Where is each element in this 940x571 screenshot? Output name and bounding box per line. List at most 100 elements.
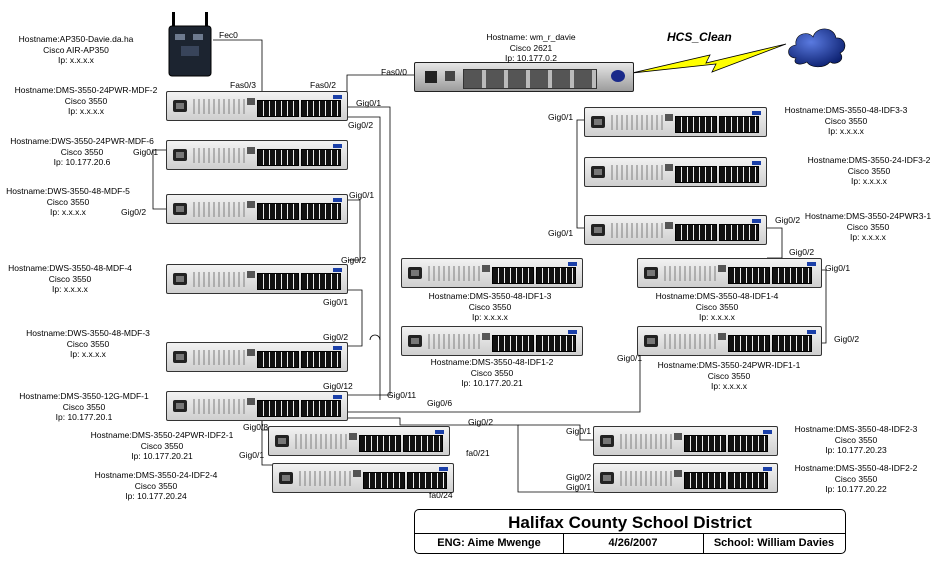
switch-mdf-2[interactable] [166,91,348,121]
mdf-3-hostname: Hostname:DWS-3550-48-MDF-3 [26,328,150,338]
mdf-2-ip: Ip: x.x.x.x [68,106,104,116]
idf3-1-label: Hostname:DMS-3550-24PWR3-1 Cisco 3550 Ip… [805,211,931,243]
ap-model: Cisco AIR-AP350 [43,44,109,55]
switch-idf2-1[interactable] [268,426,450,456]
ap-ip: Ip: x.x.x.x [58,55,94,65]
idf2-3-hostname: Hostname:DMS-3550-48-IDF2-3 [794,424,918,434]
wan-label: HCS_Clean [667,30,732,44]
switch-mdf-5[interactable] [166,194,348,224]
mdf-5-ip: Ip: x.x.x.x [50,207,86,217]
idf2-4-label: Hostname:DMS-3550-24-IDF2-4 Cisco 3550 I… [95,470,218,502]
router-device[interactable] [414,62,634,92]
port-label: Gig0/2 [468,417,494,427]
port-label: Gig0/2 [834,334,860,344]
idf2-2-ip: Ip: 10.177.20.22 [825,484,887,494]
mdf-4-model: Cisco 3550 [48,273,92,284]
idf3-3-ip: Ip: x.x.x.x [828,126,864,136]
mdf-3-model: Cisco 3550 [66,338,110,349]
idf3-1-ip: Ip: x.x.x.x [850,232,886,242]
idf2-3-model: Cisco 3550 [834,434,878,445]
port-label: Gig0/8 [243,422,269,432]
idf1-2-model: Cisco 3550 [470,367,514,378]
cloud-icon [788,28,846,68]
idf1-1-ip: Ip: x.x.x.x [711,381,747,391]
idf2-2-model: Cisco 3550 [834,473,878,484]
idf3-3-model: Cisco 3550 [824,115,868,126]
port-label: Gig0/2 [121,207,147,217]
port-label: Gig0/1 [133,147,159,157]
idf1-4-ip: Ip: x.x.x.x [699,312,735,322]
port-label: Gig0/1 [825,263,851,273]
idf2-3-ip: Ip: 10.177.20.23 [825,445,887,455]
router-model: Cisco 2621 [509,42,553,53]
port-label: Gig0/1 [548,228,574,238]
mdf-6-ip: Ip: 10.177.20.6 [53,157,111,167]
port-label: Fas0/3 [230,80,256,90]
port-label: Gig0/2 [348,120,374,130]
mdf-5-model: Cisco 3550 [46,196,90,207]
mdf-3-ip: Ip: x.x.x.x [70,349,106,359]
mdf-4-label: Hostname:DWS-3550-48-MDF-4 Cisco 3550 Ip… [8,263,132,295]
idf2-4-ip: Ip: 10.177.20.24 [125,491,187,501]
port-label: Gig0/1 [566,482,592,492]
router-hostname: Hostname: wm_r_davie [486,32,576,42]
switch-idf3-1[interactable] [584,215,767,245]
switch-idf1-2[interactable] [401,326,583,356]
idf3-3-hostname: Hostname:DMS-3550-48-IDF3-3 [784,105,908,115]
idf1-3-hostname: Hostname:DMS-3550-48-IDF1-3 [428,291,552,301]
port-label: Gig0/2 [775,215,801,225]
mdf-6-label: Hostname:DWS-3550-24PWR-MDF-6 Cisco 3550… [10,136,154,168]
diagram-title: Halifax County School District [415,512,845,534]
idf1-1-hostname: Hostname:DMS-3550-24PWR-IDF1-1 [657,360,801,370]
port-label: Gig0/2 [341,255,367,265]
mdf-1-label: Hostname:DMS-3550-12G-MDF-1 Cisco 3550 I… [19,391,148,423]
idf2-1-model: Cisco 3550 [140,440,184,451]
port-label: Gig0/12 [323,381,353,391]
switch-mdf-6[interactable] [166,140,348,170]
switch-idf1-1[interactable] [637,326,822,356]
mdf-6-hostname: Hostname:DWS-3550-24PWR-MDF-6 [10,136,154,146]
school-name: School: William Davies [713,537,835,549]
engineer-name: ENG: Aime Mwenge [415,534,564,554]
switch-idf2-2[interactable] [593,463,778,493]
idf1-4-hostname: Hostname:DMS-3550-48-IDF1-4 [655,291,779,301]
switch-idf1-3[interactable] [401,258,583,288]
idf3-1-model: Cisco 3550 [846,221,890,232]
idf1-4-model: Cisco 3550 [695,301,739,312]
idf1-3-label: Hostname:DMS-3550-48-IDF1-3 Cisco 3550 I… [429,291,552,323]
port-label: Gig0/2 [566,472,592,482]
router-label: Hostname: wm_r_davie Cisco 2621 Ip: 10.1… [486,32,575,64]
switch-idf1-4[interactable] [637,258,822,288]
port-label: Gig0/2 [789,247,815,257]
mdf-5-label: Hostname:DWS-3550-48-MDF-5 Cisco 3550 Ip… [6,186,130,218]
mdf-6-model: Cisco 3550 [60,146,104,157]
idf3-1-hostname: Hostname:DMS-3550-24PWR3-1 [804,211,932,221]
idf1-1-model: Cisco 3550 [707,370,751,381]
idf1-2-hostname: Hostname:DMS-3550-48-IDF1-2 [430,357,554,367]
idf3-2-model: Cisco 3550 [847,165,891,176]
switch-idf3-3[interactable] [584,107,767,137]
mdf-4-ip: Ip: x.x.x.x [52,284,88,294]
idf1-4-label: Hostname:DMS-3550-48-IDF1-4 Cisco 3550 I… [656,291,779,323]
port-label: Gig0/2 [323,332,349,342]
port-label: Gig0/6 [427,398,453,408]
switch-mdf-4[interactable] [166,264,348,294]
switch-idf3-2[interactable] [584,157,767,187]
mdf-1-hostname: Hostname:DMS-3550-12G-MDF-1 [19,391,149,401]
mdf-2-label: Hostname:DMS-3550-24PWR-MDF-2 Cisco 3550… [15,85,158,117]
mdf-4-hostname: Hostname:DWS-3550-48-MDF-4 [8,263,132,273]
idf3-2-ip: Ip: x.x.x.x [851,176,887,186]
switch-idf2-4[interactable] [272,463,454,493]
mdf-2-model: Cisco 3550 [64,95,108,106]
port-label: Gig0/1 [323,297,349,307]
access-point-icon[interactable] [167,12,213,78]
wan-bolt [631,43,787,74]
idf2-3-label: Hostname:DMS-3550-48-IDF2-3 Cisco 3550 I… [795,424,918,456]
port-label: fa0/24 [429,490,453,500]
idf3-3-label: Hostname:DMS-3550-48-IDF3-3 Cisco 3550 I… [785,105,908,137]
port-label: Fas0/2 [310,80,336,90]
switch-mdf-1[interactable] [166,391,348,421]
switch-mdf-3[interactable] [166,342,348,372]
switch-idf2-3[interactable] [593,426,778,456]
